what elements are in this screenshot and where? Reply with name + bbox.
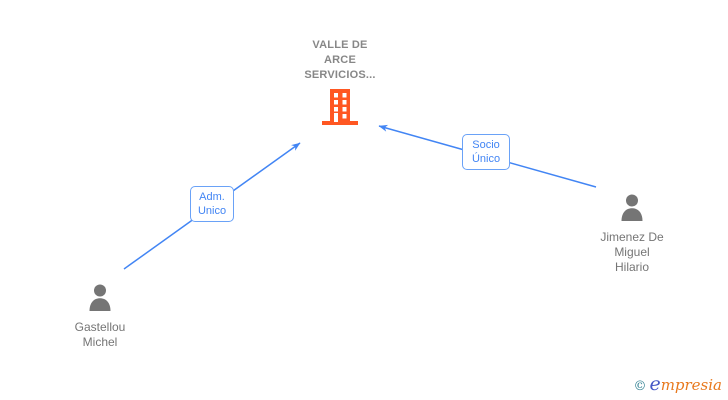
person-name: Gastellou Michel (74, 320, 126, 349)
company-node[interactable]: VALLE DE ARCE SERVICIOS... (280, 38, 400, 131)
edge-label-adm-unico[interactable]: Adm. Unico (190, 186, 234, 222)
person-node-jimenez-de-miguel-hilario[interactable]: Jimenez De Miguel Hilario (572, 193, 692, 275)
brand-initial: e (649, 373, 661, 395)
person-node-gastellou-michel[interactable]: Gastellou Michel (40, 283, 160, 350)
brand-text: mpresia (660, 376, 722, 394)
person-icon (87, 284, 113, 316)
company-name: VALLE DE ARCE SERVICIOS... (304, 39, 376, 81)
edge-label-socio-unico[interactable]: Socio Único (462, 134, 510, 170)
person-name: Jimenez De Miguel Hilario (600, 230, 664, 274)
person-icon (619, 194, 645, 226)
building-icon[interactable] (280, 88, 400, 131)
copyright-icon: © (633, 379, 647, 394)
empresia-logo[interactable]: ©empresia (633, 374, 722, 397)
